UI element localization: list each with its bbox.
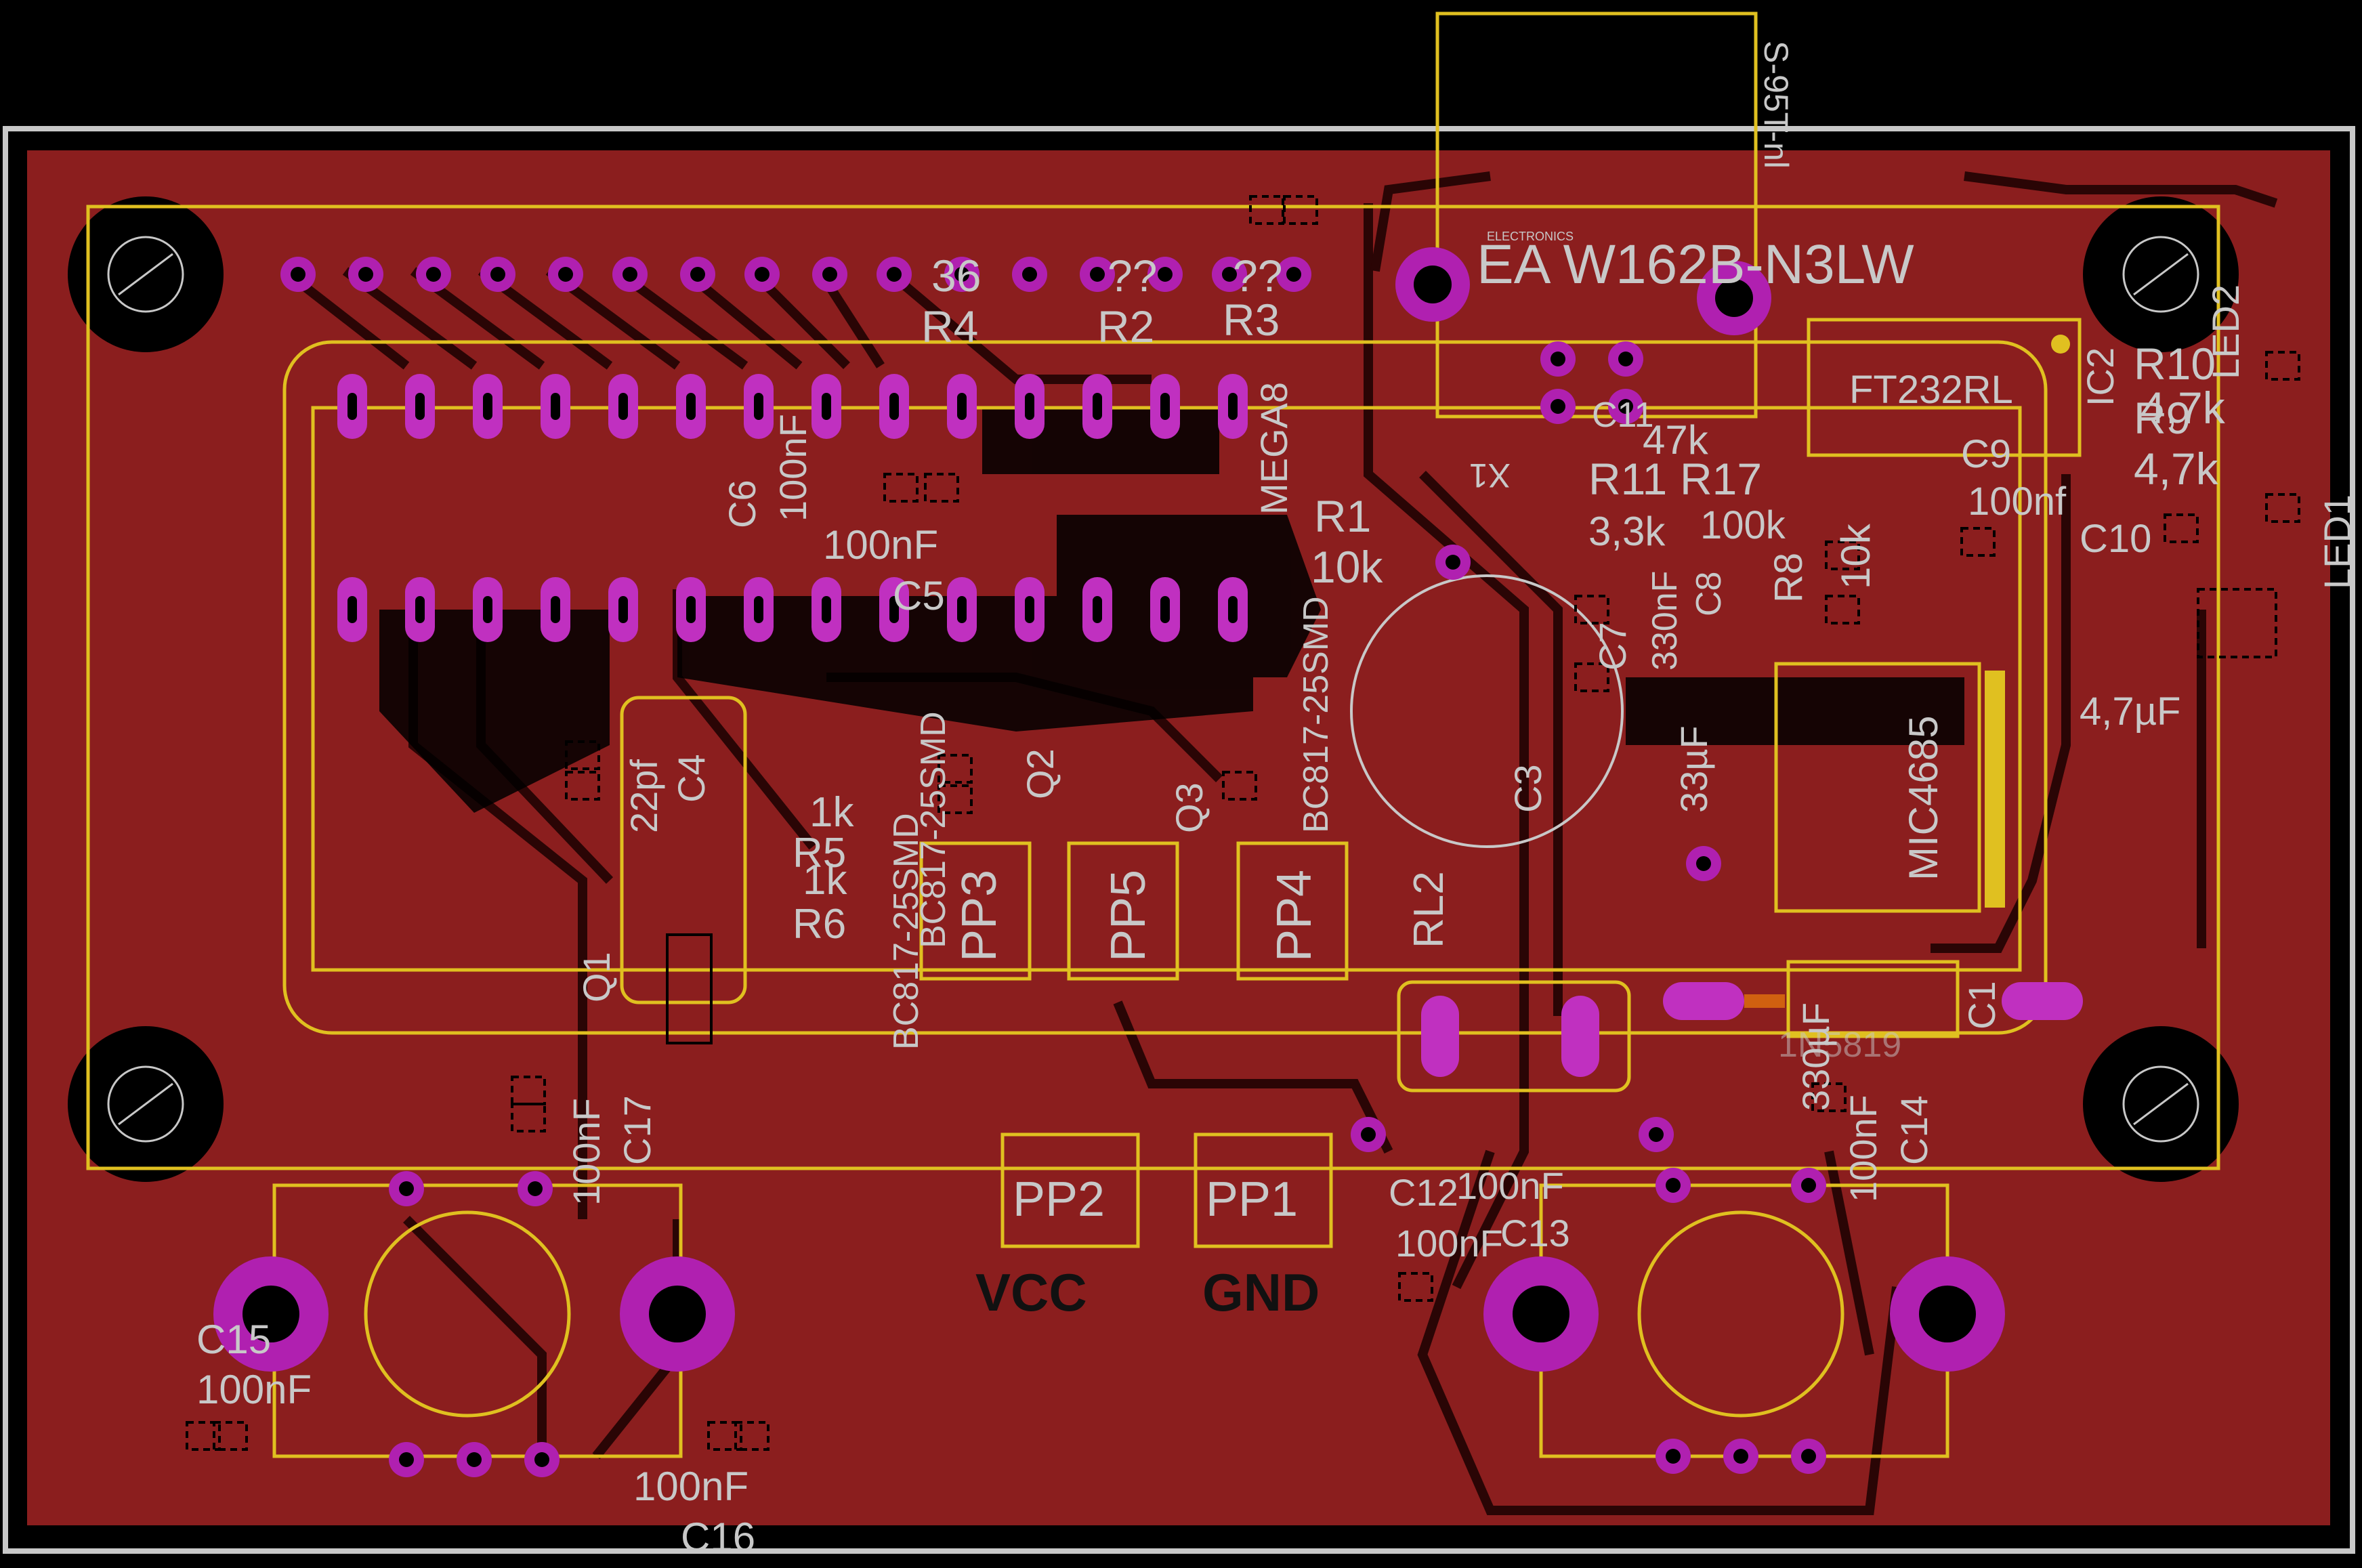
c1-value: 330µF [1794,1002,1837,1111]
pp5-label: PP5 [1101,870,1156,962]
c9-label: C9 [1961,432,2011,476]
encoder-pads [213,545,2005,1477]
led2-label: LED2 [2204,284,2247,379]
r5-value: 1k [809,789,854,836]
r2-label: R2 [1097,301,1154,352]
c33-value: 33µF [1672,725,1715,813]
r17-label: R17 [1680,454,1762,504]
board-title: EA W162B-N3LW [1477,234,1914,295]
c16-label: C16 [681,1514,755,1560]
c6-label: C6 [721,480,763,528]
r4-value: 36 [931,251,981,301]
c47-value: 4,7µF [2080,690,2180,734]
c16-value: 100nF [633,1464,748,1509]
r10-label: R10 [2134,339,2216,389]
relay-outline [1350,574,1624,848]
r3-label: R3 [1223,295,1280,345]
q1-label: Q1 [575,952,618,1002]
r12-value: 3,3k [1588,509,1666,554]
r11-label: R11 [1588,454,1667,504]
r11-value: 47k [1643,417,1709,463]
ft232-label: FT232RL [1849,368,2013,412]
c14-value: 100nF [1842,1095,1884,1202]
x-part-label: S-95T-nl [1757,41,1795,169]
c14-label: C14 [1893,1095,1935,1165]
c4-value: 22pf [623,759,665,833]
r10-value: 4,7k [2140,383,2226,433]
r9-label: R9 [2134,393,2191,443]
mic-label: MIC4685 [1901,716,1946,881]
r1-value: 10k [1311,542,1383,592]
c12-label: C12 [1389,1171,1458,1214]
c15-value: 100nF [196,1367,312,1412]
usb-pads [1395,247,1771,424]
r8-value: 10k [1833,523,1878,589]
c5-label: C5 [893,573,945,618]
c9-value: 100nf [1968,480,2067,524]
ic2-pin1-dot [2051,335,2070,354]
c7-value: 330nF [1645,571,1685,671]
rl2-label: RL2 [1406,871,1452,948]
r9-value: 4,7k [2134,444,2219,494]
c3-label: C3 [1506,764,1549,813]
q2-part: BC817-25SMD [914,711,953,948]
c1-label: C1 [1960,981,2003,1030]
silkscreen [86,12,2220,1458]
r5-label: R5 [793,830,846,876]
c4-label: C4 [670,754,713,803]
q1-part: BC817-25SMD [887,813,926,1050]
pp3-label: PP3 [952,870,1007,962]
pp4-label: PP4 [1267,870,1322,962]
c17-label: C17 [616,1095,658,1165]
diode-label: 1N5819 [1778,1025,1901,1065]
c12-value: 100nF [1395,1222,1503,1265]
mount-hole-bl [66,1025,225,1183]
relay-pads [1421,982,2083,1077]
x1-label: X1 [1469,457,1511,494]
c6-value: 100nF [772,414,814,522]
r6-label: R6 [793,901,846,948]
c11-label: C11 [1592,396,1654,435]
mount-hole-br [2082,1025,2240,1183]
gnd-label: GND [1202,1263,1320,1322]
c8-label: C8 [1689,572,1729,616]
c17-value: 100nF [565,1098,608,1206]
mega8-label: MEGA8 [1252,382,1295,515]
vcc-label: VCC [975,1263,1087,1322]
component-labels: EA W162B-N3LW X1 S-95T-nl ELECTRONICS 36… [196,41,2359,1560]
r6-value: 1k [803,857,847,904]
c10-label: C10 [2080,517,2151,561]
pp1-label: PP1 [1206,1172,1298,1227]
q3-part: BC817-25SMD [1296,596,1336,833]
smd-pads [186,195,2300,1451]
r7-value: 100k [1700,503,1786,547]
mic-bar [1985,671,2005,908]
c13-label: C13 [1500,1212,1570,1254]
led1-label: LED1 [2316,494,2359,589]
electronics-label: ELECTRONICS [1487,230,1574,243]
q2-label: Q2 [1019,748,1061,799]
ic2-label: IC2 [2079,347,2122,406]
r1-label: R1 [1314,491,1371,541]
r2-value: ?? [1108,251,1157,301]
r8-label: R8 [1767,553,1811,603]
c5-value: 100nF [823,522,938,568]
r4-label: R4 [921,301,978,352]
pp2-label: PP2 [1013,1172,1105,1227]
r3-value: ?? [1233,251,1282,301]
c15-label: C15 [196,1317,271,1362]
q3-label: Q3 [1168,782,1210,833]
c13-value: 100nF [1456,1164,1564,1207]
mount-hole-tl [66,195,225,354]
c7-label: C7 [1591,622,1634,671]
